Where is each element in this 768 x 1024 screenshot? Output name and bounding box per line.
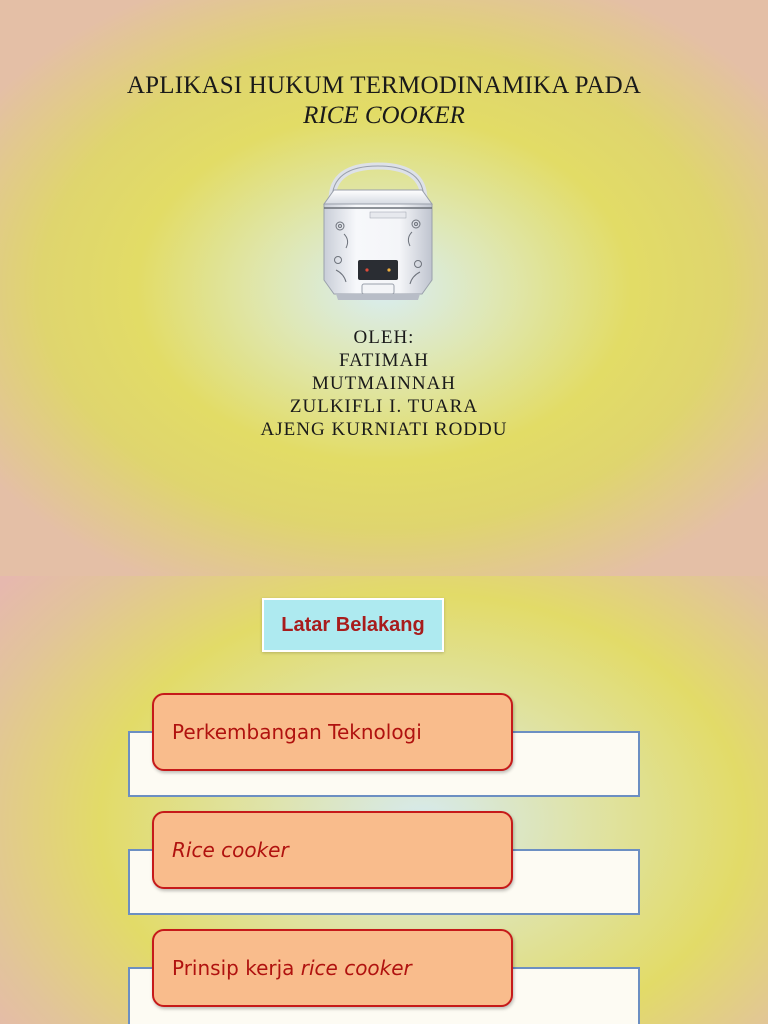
rice-cooker-image xyxy=(323,162,433,300)
title-slide: APLIKASI HUKUM TERMODINAMIKA PADA RICE C… xyxy=(0,0,768,576)
list-item-3: Prinsip kerja rice cooker xyxy=(152,929,513,1007)
author-name: AJENG KURNIATI RODDU xyxy=(260,419,508,440)
author-name: ZULKIFLI I. TUARA xyxy=(289,396,479,417)
title-line-1: APLIKASI HUKUM TERMODINAMIKA PADA xyxy=(126,72,642,99)
authors-block: OLEH: FATIMAH MUTMAINNAH ZULKIFLI I. TUA… xyxy=(0,326,768,441)
section-heading: Latar Belakang xyxy=(262,598,444,652)
content-slide: Latar Belakang Perkembangan Teknologi Ri… xyxy=(0,576,768,1024)
item-3-italic: rice cooker xyxy=(300,956,412,980)
item-3-text: Prinsip kerja xyxy=(172,956,301,980)
item-1-text: Perkembangan Teknologi xyxy=(172,720,422,744)
author-name: MUTMAINNAH xyxy=(311,373,457,394)
author-name: FATIMAH xyxy=(338,350,430,371)
title-line-2: RICE COOKER xyxy=(303,102,465,129)
authors-label: OLEH: xyxy=(353,327,415,348)
item-2-italic: Rice cooker xyxy=(172,838,289,862)
list-item-2: Rice cooker xyxy=(152,811,513,889)
list-item-1: Perkembangan Teknologi xyxy=(152,693,513,771)
